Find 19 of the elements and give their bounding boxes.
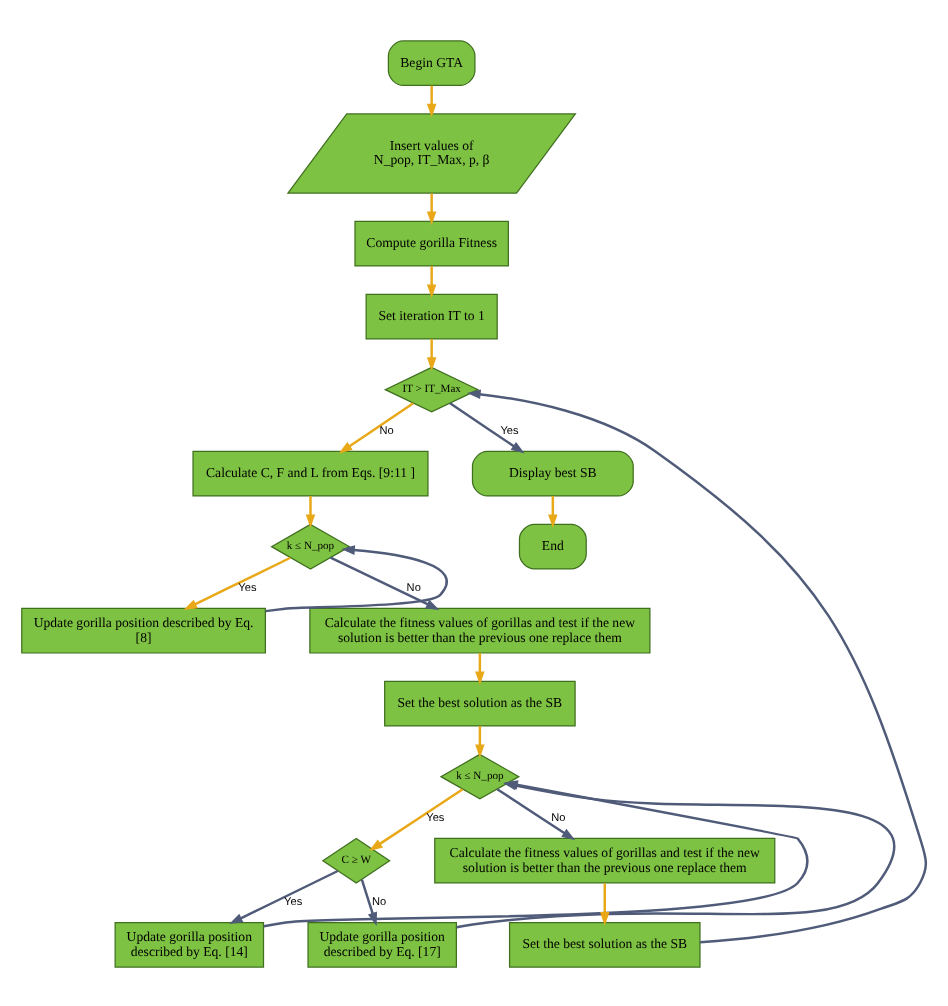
arrow — [183, 555, 291, 609]
arrow — [426, 338, 437, 370]
arrow — [426, 192, 437, 224]
arrow — [229, 868, 339, 924]
arrow — [338, 401, 414, 453]
arrow — [548, 495, 558, 528]
arrow — [369, 787, 464, 851]
arrow — [475, 725, 485, 757]
arrow — [467, 388, 927, 943]
arrow — [305, 495, 316, 528]
arrow — [600, 882, 610, 925]
arrow — [449, 401, 525, 453]
arrow — [426, 84, 437, 117]
arrow — [360, 878, 378, 925]
arrow — [475, 652, 485, 685]
arrow — [330, 555, 440, 610]
arrow — [496, 787, 576, 840]
arrow — [265, 544, 448, 612]
arrow — [426, 265, 437, 298]
